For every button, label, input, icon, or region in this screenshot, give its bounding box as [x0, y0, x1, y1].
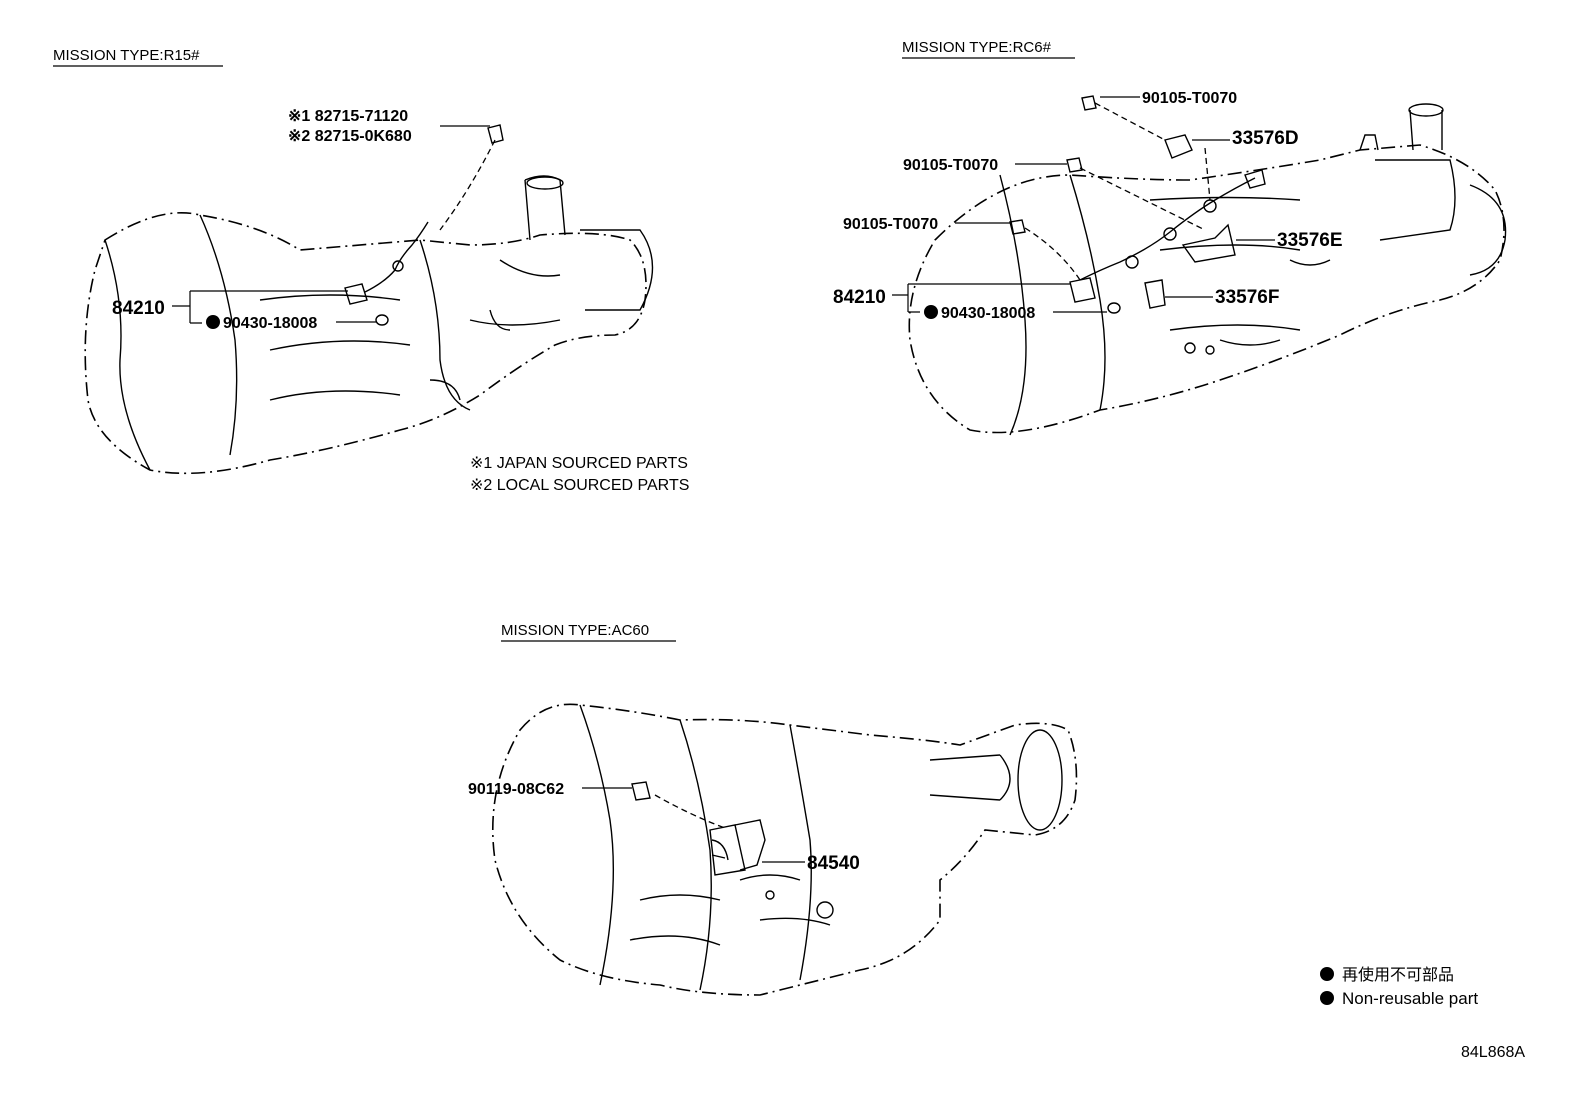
rc6-transmission-drawing: [908, 95, 1507, 436]
legend-dot-en: [1320, 991, 1334, 1005]
ac60-transmission-drawing: [492, 703, 1078, 996]
rc6-bracket-f-label: 33576F: [1215, 287, 1279, 308]
rc6-gasket-label: 90430-18008: [941, 305, 1035, 322]
legend: 再使用不可部品 Non-reusable part: [1320, 966, 1478, 1008]
legend-dot-jp: [1320, 967, 1334, 981]
rc6-bracket-e-label: 33576E: [1277, 230, 1343, 251]
rc6-sensor-leader: [892, 283, 1070, 313]
r15-clamp-label-1: ※1 82715-71120: [288, 108, 408, 125]
ac60-section: MISSION TYPE:AC60 90119-08C62 84540: [468, 622, 1078, 996]
legend-jp-text: 再使用不可部品: [1342, 966, 1454, 984]
r15-gasket-label: 90430-18008: [223, 315, 317, 332]
rc6-section: MISSION TYPE:RC6#: [833, 39, 1507, 436]
rc6-non-reusable-dot: [924, 305, 938, 319]
rc6-bolt-a-label: 90105-T0070: [1142, 90, 1237, 107]
rc6-bolt-c-label: 90105-T0070: [843, 216, 938, 233]
legend-en-text: Non-reusable part: [1342, 989, 1478, 1008]
rc6-sensor-label: 84210: [833, 287, 886, 308]
r15-note-2: ※2 LOCAL SOURCED PARTS: [470, 477, 689, 494]
r15-title: MISSION TYPE:R15#: [53, 47, 200, 64]
figure-code: 84L868A: [1461, 1044, 1525, 1061]
ac60-bolt-label: 90119-08C62: [468, 781, 564, 798]
ac60-switch-label: 84540: [807, 853, 860, 874]
rc6-bolt-b-label: 90105-T0070: [903, 157, 998, 174]
r15-transmission-drawing: [84, 124, 654, 475]
r15-clamp-label-2: ※2 82715-0K680: [288, 128, 412, 145]
rc6-bracket-d-label: 33576D: [1232, 128, 1299, 149]
ac60-title: MISSION TYPE:AC60: [501, 622, 649, 639]
r15-note-1: ※1 JAPAN SOURCED PARTS: [470, 455, 688, 472]
r15-section: MISSION TYPE:R15# ※1 82715-71120 ※2 8271…: [53, 47, 689, 494]
rc6-title: MISSION TYPE:RC6#: [902, 39, 1052, 56]
r15-sensor-label: 84210: [112, 298, 165, 319]
r15-sensor-leader: [172, 290, 348, 324]
r15-non-reusable-dot: [206, 315, 220, 329]
